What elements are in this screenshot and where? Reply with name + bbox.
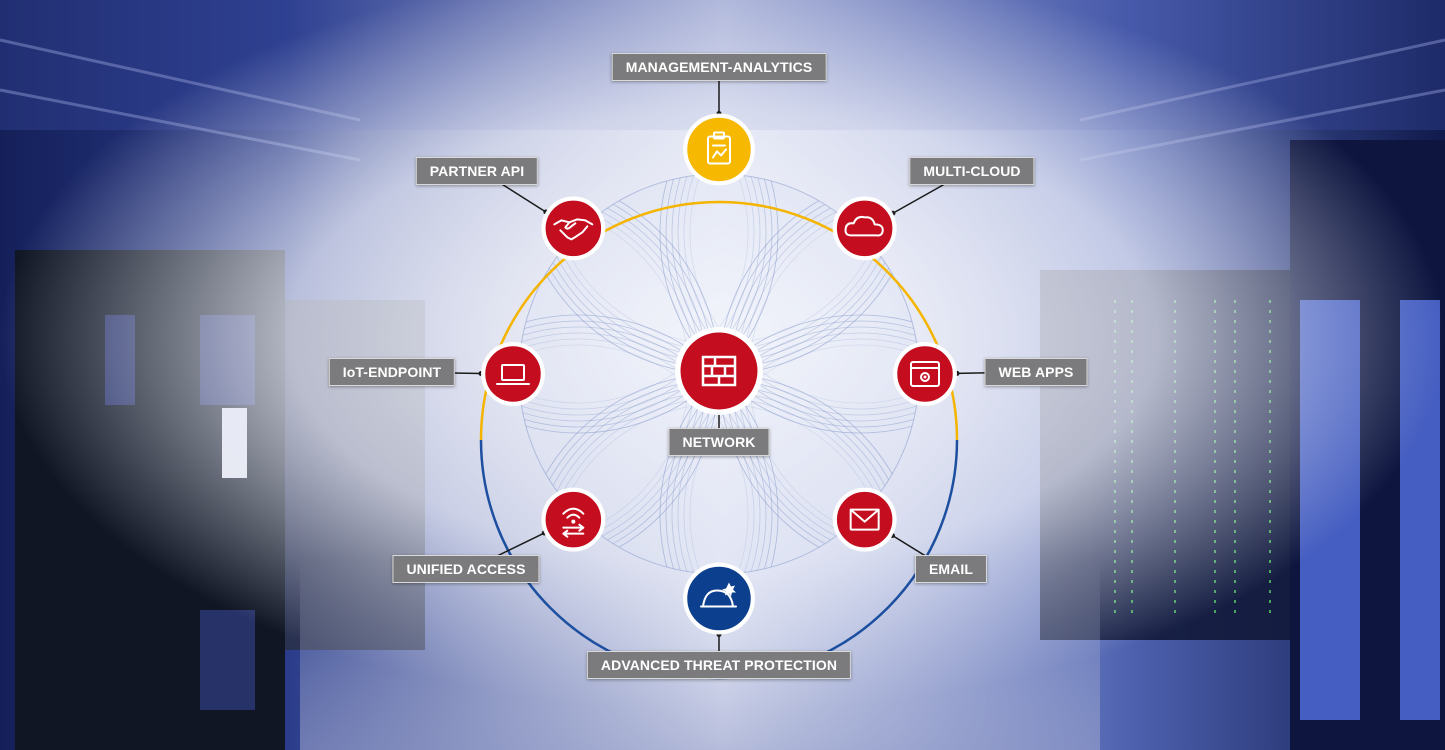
label-partner-api: PARTNER API bbox=[415, 157, 539, 185]
clipboard-icon bbox=[707, 131, 731, 165]
handshake-icon bbox=[553, 218, 594, 241]
node-icons bbox=[481, 113, 957, 635]
laptop-icon bbox=[496, 364, 530, 385]
node-network[interactable] bbox=[675, 327, 763, 415]
label-advanced-threat-protection: ADVANCED THREAT PROTECTION bbox=[586, 651, 852, 679]
cloud-icon bbox=[844, 215, 884, 237]
wifi-switch-icon bbox=[562, 507, 585, 538]
label-email: EMAIL bbox=[914, 555, 988, 583]
node-multi-cloud[interactable] bbox=[832, 196, 897, 261]
browser-gear-icon bbox=[910, 361, 940, 387]
node-web-apps[interactable] bbox=[893, 342, 957, 406]
label-iot-endpoint: IoT-ENDPOINT bbox=[328, 358, 456, 386]
label-unified-access: UNIFIED ACCESS bbox=[392, 555, 540, 583]
outer-ring-yellow bbox=[479, 200, 959, 441]
node-advanced-threat-protection[interactable] bbox=[683, 562, 755, 635]
node-partner-api[interactable] bbox=[541, 196, 606, 261]
sandbox-icon bbox=[700, 582, 737, 608]
label-management-analytics: MANAGEMENT-ANALYTICS bbox=[611, 53, 827, 81]
firewall-icon bbox=[701, 355, 737, 387]
node-email[interactable] bbox=[832, 487, 897, 552]
node-iot-endpoint[interactable] bbox=[481, 342, 545, 406]
node-unified-access[interactable] bbox=[541, 487, 606, 552]
label-web-apps: WEB APPS bbox=[984, 358, 1088, 386]
node-management-analytics[interactable] bbox=[683, 113, 755, 186]
label-network: NETWORK bbox=[668, 428, 770, 456]
envelope-icon bbox=[849, 508, 880, 531]
label-multi-cloud: MULTI-CLOUD bbox=[909, 157, 1035, 185]
